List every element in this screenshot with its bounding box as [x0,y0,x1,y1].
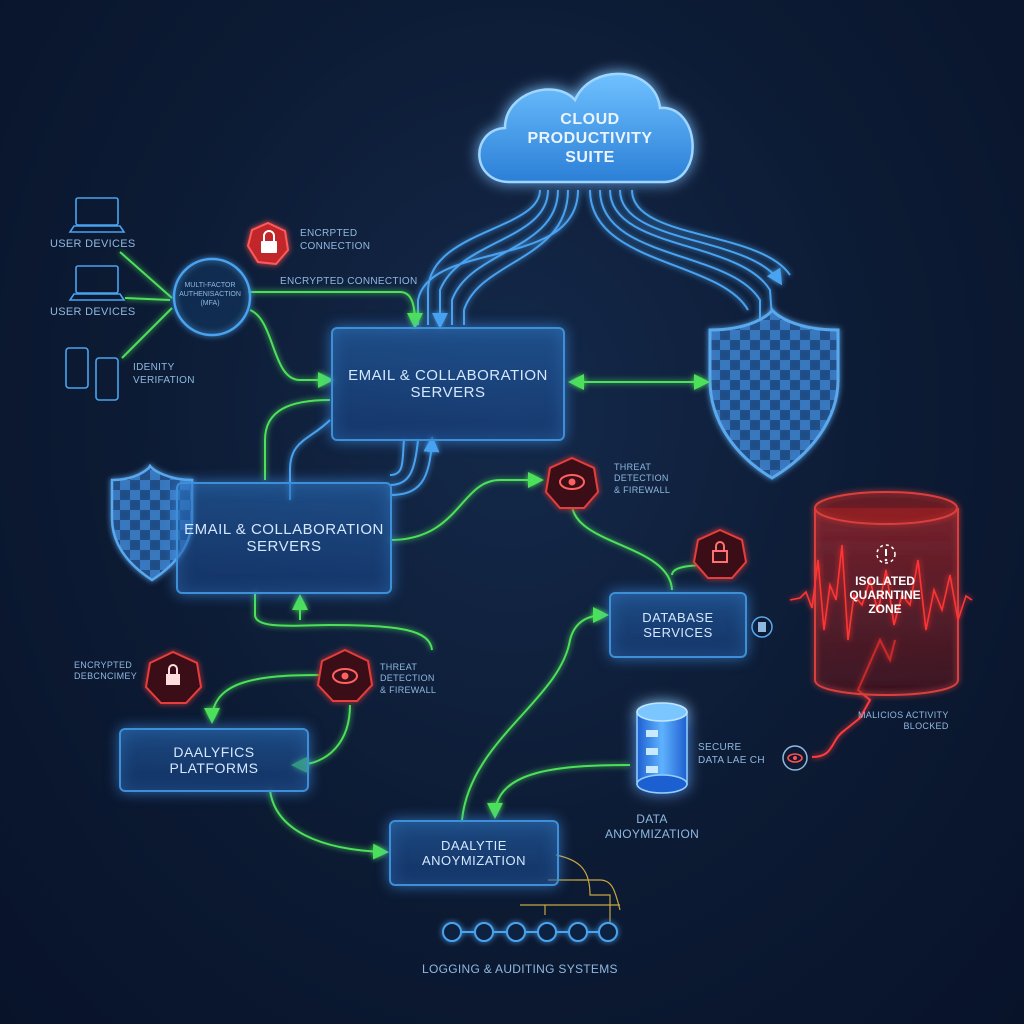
encrypted-connection-line-label: ENCRYPTED CONNECTION [280,276,418,287]
user-devices-label-2: USER DEVICES [50,306,136,318]
logging-links [520,854,621,925]
warning-icon [876,544,896,564]
encrypted-left-label: ENCRYPTED DEBCNCIMEY [74,660,138,682]
email-servers-top-label: EMAIL & COLLABORATION SERVERS [348,367,548,401]
mfa-label: MULTI-FACTOR AUTHENISACTION (MFA) [179,282,241,307]
lock-badge-database-icon [692,528,748,579]
shield-right-icon [708,307,840,480]
analytics-platforms-box[interactable]: DAALYFICS PLATFORMS [119,728,309,792]
threat-eye-badge-2-icon [316,648,374,702]
anonymization-box[interactable]: DAALYTIE ANOYMIZATION [389,820,559,886]
logging-nodes [442,922,618,942]
eye-alert-icon [782,745,808,771]
threat-eye-badge-1-icon [544,456,600,509]
laptop-icon-1 [68,197,126,233]
anonymization-label: DAALYTIE ANOYMIZATION [422,838,526,868]
threat-detection-label-1: THREAT DETECTION & FIREWALL [614,462,671,495]
data-anonymization-label: DATA ANOYMIZATION [605,812,700,841]
phone-icons [65,347,119,401]
cloud-title: CLOUD PRODUCTIVITY SUITE [527,111,653,167]
database-services-label: DATABASE SERVICES [642,610,714,640]
quarantine-cylinder-icon [789,491,973,696]
identity-verification-label: IDENITY VERIFATION [133,362,195,386]
green-links [119,251,711,860]
encrypted-connection-top-label: ENCRPTED CONNECTION [300,228,371,252]
data-lake-cylinder-icon [636,702,688,794]
user-devices-label-1: USER DEVICES [50,238,136,250]
cloud-connection-lines [417,189,791,329]
malicious-activity-label: MALICIOS ACTIVITY BLOCKED [858,710,949,732]
threat-detection-label-2: THREAT DETECTION & FIREWALL [380,662,437,695]
email-servers-left-box[interactable]: EMAIL & COLLABORATION SERVERS [176,482,392,594]
database-side-icon [751,616,773,638]
laptop-icon-2 [68,265,126,301]
email-servers-left-label: EMAIL & COLLABORATION SERVERS [184,521,384,555]
quarantine-zone-label: ISOLATED QUARNTINE ZONE [849,574,921,616]
analytics-platforms-label: DAALYFICS PLATFORMS [169,744,259,776]
logging-auditing-label: LOGGING & AUDITING SYSTEMS [422,962,618,976]
email-servers-top-box[interactable]: EMAIL & COLLABORATION SERVERS [331,327,565,441]
cloud-icon [478,72,694,184]
lock-badge-top-icon [246,221,290,266]
server-blue-links [289,419,440,500]
database-services-box[interactable]: DATABASE SERVICES [609,592,747,658]
mfa-circle-icon [172,257,252,337]
secure-data-lake-label: SECURE DATA LAE CH [698,742,765,766]
lock-badge-left-icon [144,650,203,704]
